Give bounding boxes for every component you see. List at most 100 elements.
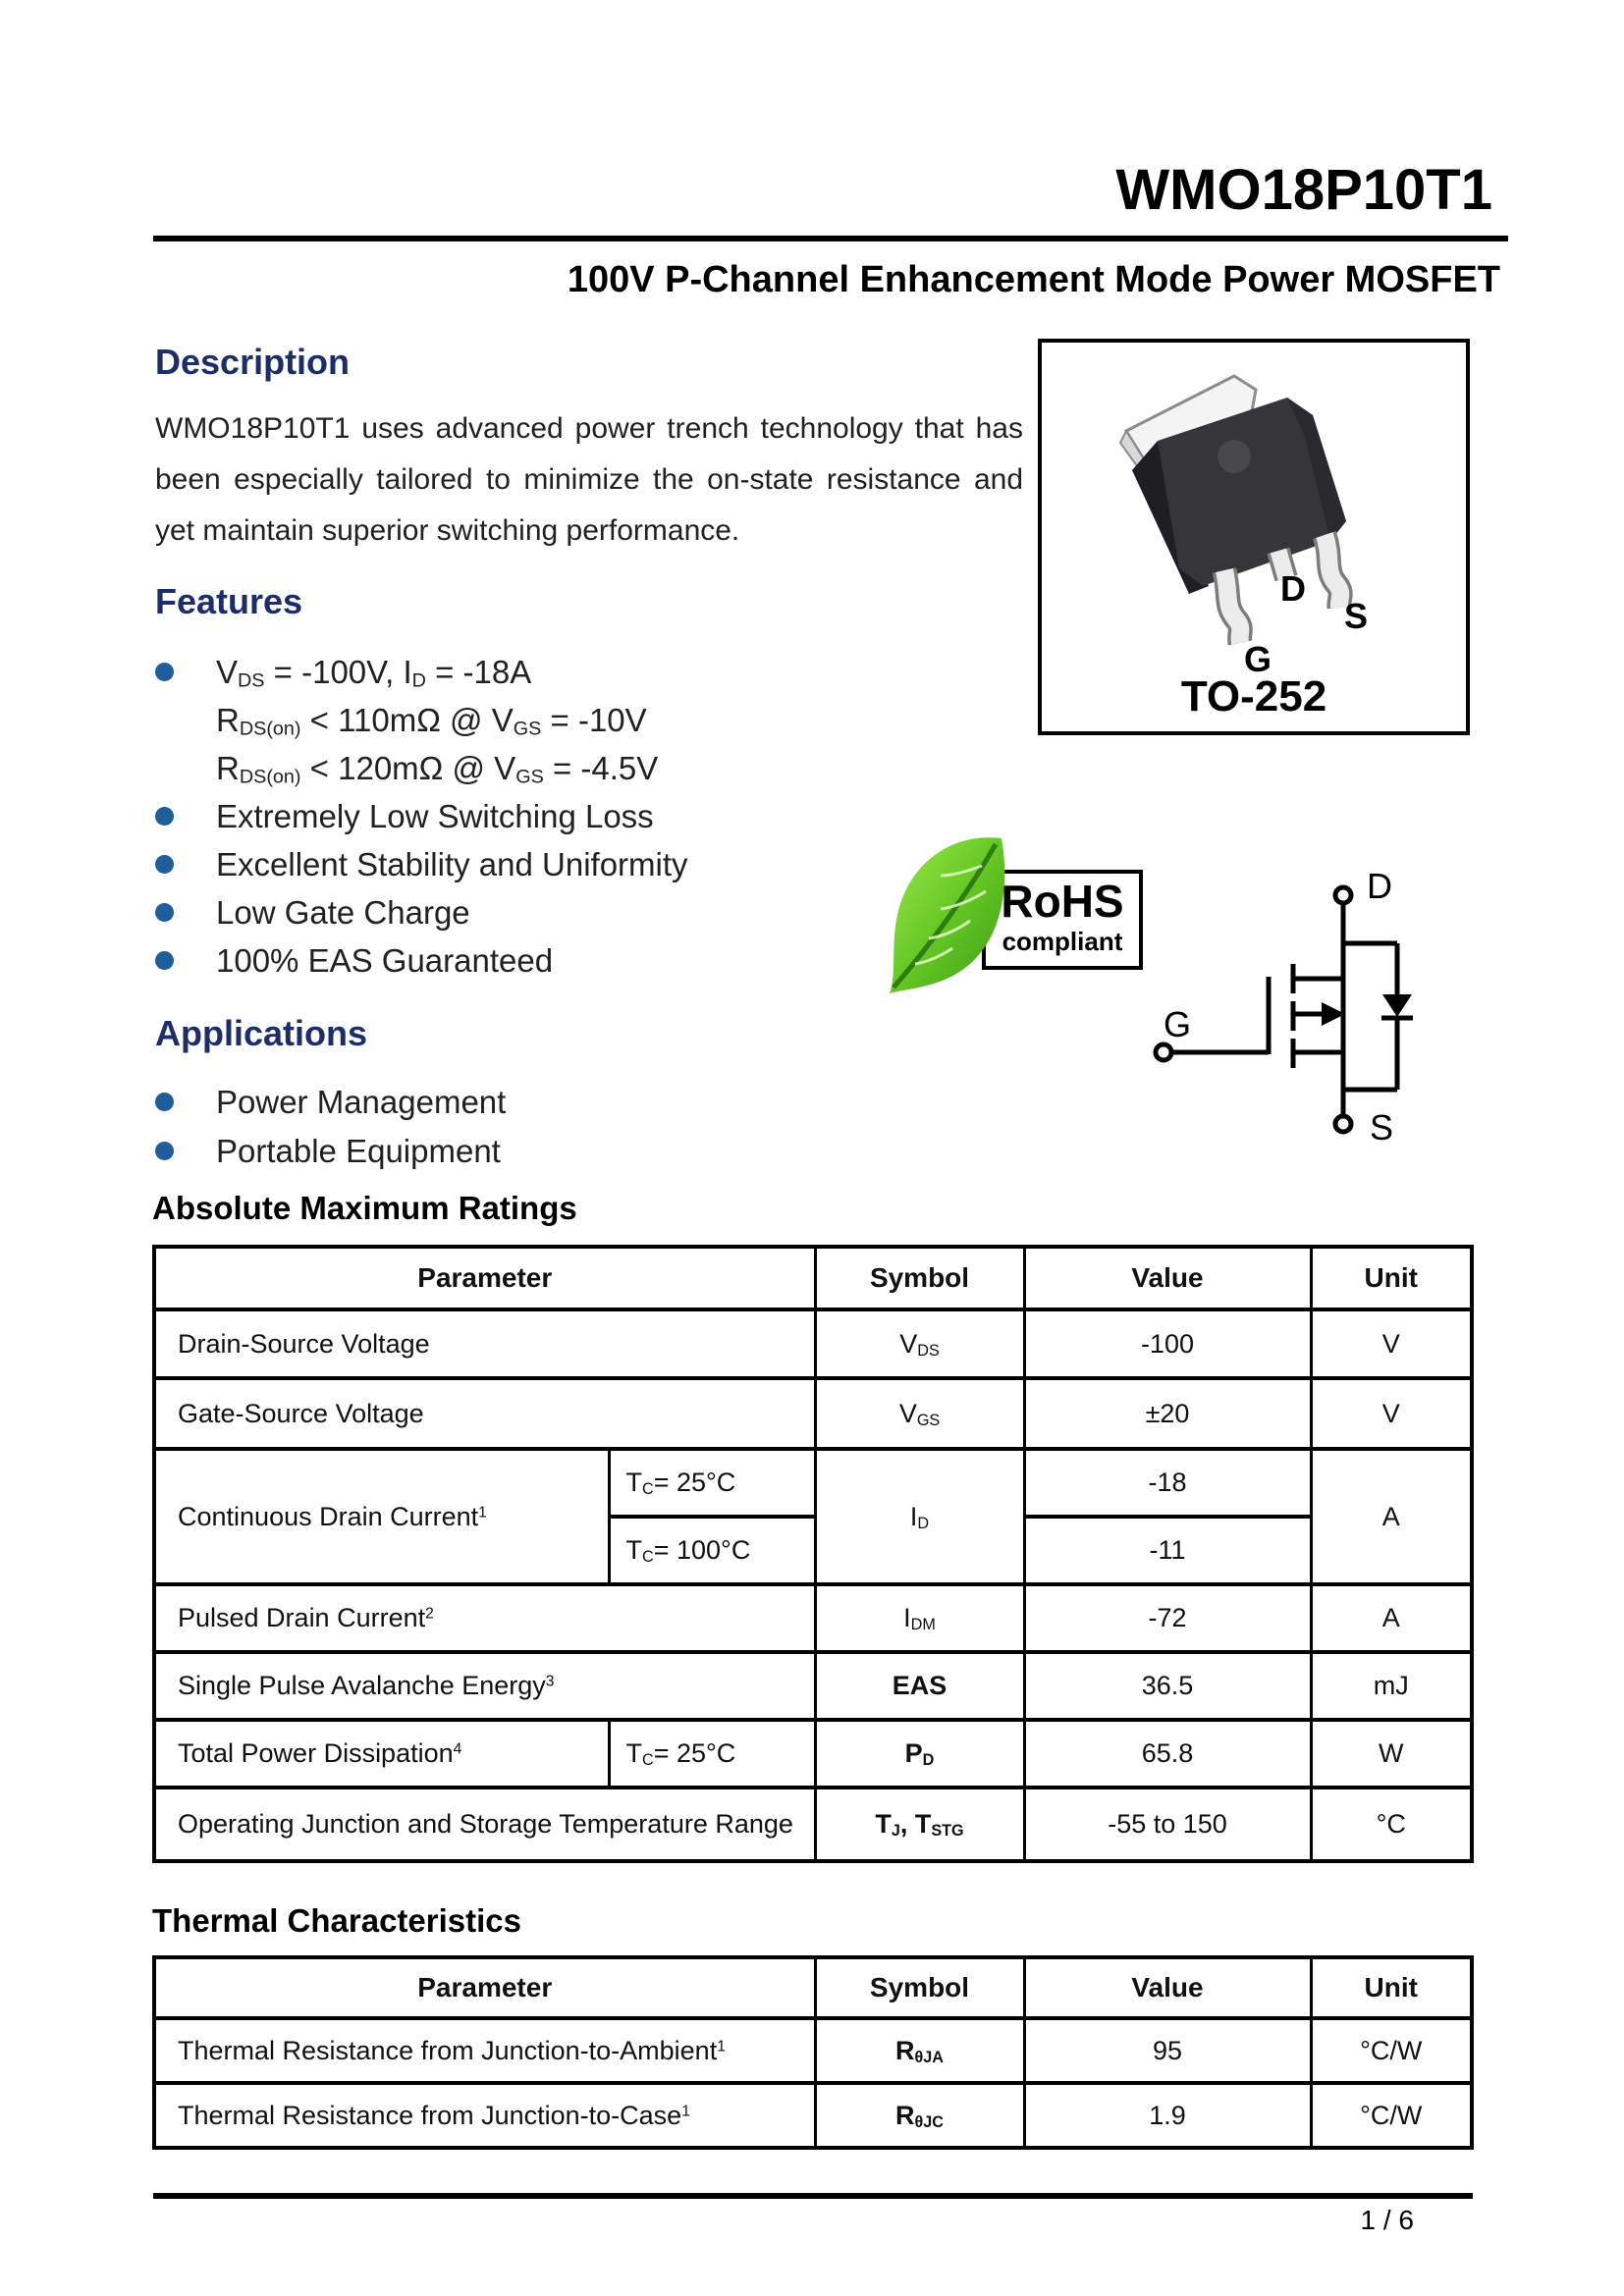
footer-divider <box>153 2193 1473 2199</box>
application-text: Power Management <box>216 1083 507 1120</box>
parameter-cell: Thermal Resistance from Junction-to-Ambi… <box>152 2016 817 2085</box>
page-title: WMO18P10T1 <box>1115 158 1492 222</box>
unit-cell: V <box>1309 1376 1474 1451</box>
symbol-cell: EAS <box>813 1650 1026 1722</box>
condition-cell: TC= 100°C <box>607 1515 817 1586</box>
symbol-cell: RθJA <box>813 2016 1026 2085</box>
package-name-label: TO-252 <box>1180 672 1327 721</box>
feature-text: Excellent Stability and Uniformity <box>216 845 688 882</box>
table-row: Thermal Resistance from Junction-to-Ambi… <box>152 2016 1474 2085</box>
table-row: Thermal Resistance from Junction-to-Case… <box>152 2081 1474 2150</box>
bullet-icon <box>155 807 174 826</box>
col-header-unit: Unit <box>1309 1245 1474 1311</box>
value-cell: ±20 <box>1022 1376 1313 1451</box>
feature-item: Low Gate Charge <box>155 888 470 936</box>
bullet-icon <box>155 855 174 874</box>
symbol-cell: PD <box>813 1718 1026 1789</box>
table-row: Total Power Dissipation4 TC= 25°C PD 65.… <box>152 1718 1474 1789</box>
title-divider <box>153 236 1508 241</box>
mosfet-symbol-diagram <box>1153 884 1413 1135</box>
feature-item: Excellent Stability and Uniformity <box>155 840 688 888</box>
col-header-unit: Unit <box>1309 1955 1474 2020</box>
parameter-cell: Continuous Drain Current1 <box>152 1447 611 1586</box>
bullet-icon <box>155 1142 174 1160</box>
device-subtitle: 100V P-Channel Enhancement Mode Power MO… <box>567 259 1500 300</box>
value-cell: -11 <box>1022 1515 1313 1586</box>
value-cell: -100 <box>1022 1308 1313 1380</box>
features-heading: Features <box>155 581 303 621</box>
amr-heading: Absolute Maximum Ratings <box>152 1190 577 1226</box>
application-item: Power Management <box>155 1078 506 1126</box>
package-figure: D S G TO-252 <box>1038 339 1470 735</box>
feature-item: RDS(on) < 110mΩ @ VGS = -10V <box>155 696 647 744</box>
col-header-symbol: Symbol <box>813 1245 1026 1311</box>
table-row: Operating Junction and Storage Temperatu… <box>152 1786 1474 1863</box>
feature-text: 100% EAS Guaranteed <box>216 941 554 979</box>
parameter-cell: Operating Junction and Storage Temperatu… <box>152 1786 817 1863</box>
rohs-badge: RoHS compliant <box>982 870 1143 970</box>
table-row: TC= 100°C -11 <box>154 1515 1472 1586</box>
unit-cell: V <box>1309 1308 1474 1380</box>
description-line: yet maintain superior switching performa… <box>155 514 740 547</box>
col-header-value: Value <box>1022 1245 1313 1311</box>
feature-text: VDS = -100V, ID = -18A <box>216 653 532 692</box>
page-number: 1 / 6 <box>1360 2205 1414 2235</box>
feature-text: RDS(on) < 110mΩ @ VGS = -10V <box>216 701 647 740</box>
package-pin-label-gate: G <box>1244 639 1272 679</box>
applications-heading: Applications <box>155 1013 368 1053</box>
feature-item: RDS(on) < 120mΩ @ VGS = -4.5V <box>155 744 658 792</box>
parameter-cell: Pulsed Drain Current2 <box>152 1582 817 1654</box>
unit-cell: °C <box>1309 1786 1474 1863</box>
application-text: Portable Equipment <box>216 1132 501 1169</box>
bullet-icon <box>155 903 174 922</box>
symbol-label-drain: D <box>1367 866 1392 906</box>
unit-cell: A <box>1309 1447 1474 1586</box>
absolute-maximum-ratings-table: Parameter Symbol Value Unit Drain-Source… <box>152 1245 1475 1863</box>
symbol-cell: ID <box>813 1447 1026 1586</box>
feature-item: Extremely Low Switching Loss <box>155 792 654 840</box>
to-252-package-image <box>1118 374 1353 646</box>
condition-cell: TC= 25°C <box>607 1718 817 1789</box>
feature-text: Low Gate Charge <box>216 893 470 931</box>
parameter-cell: Gate-Source Voltage <box>152 1376 817 1451</box>
table-row: Drain-Source Voltage VDS -100 V <box>152 1308 1474 1380</box>
bullet-icon <box>155 951 174 970</box>
condition-cell: TC= 25°C <box>607 1447 817 1519</box>
parameter-cell: Total Power Dissipation4 <box>152 1718 611 1789</box>
symbol-cell: VGS <box>813 1376 1026 1451</box>
col-header-symbol: Symbol <box>813 1955 1026 2020</box>
feature-item: VDS = -100V, ID = -18A <box>155 648 531 696</box>
col-header-parameter: Parameter <box>152 1955 817 2020</box>
col-header-value: Value <box>1022 1955 1313 2020</box>
rohs-subtitle: compliant <box>1001 927 1123 956</box>
symbol-label-gate: G <box>1164 1004 1192 1044</box>
bullet-icon <box>155 1093 174 1111</box>
symbol-label-source: S <box>1370 1107 1394 1148</box>
unit-cell: °C/W <box>1309 2016 1474 2085</box>
package-pin-label-source: S <box>1344 596 1369 636</box>
col-header-parameter: Parameter <box>152 1245 817 1311</box>
parameter-cell: Single Pulse Avalanche Energy3 <box>152 1650 817 1722</box>
symbol-cell: VDS <box>813 1308 1026 1380</box>
package-pin-label-drain: D <box>1280 568 1306 609</box>
unit-cell: A <box>1309 1582 1474 1654</box>
value-cell: -18 <box>1022 1447 1313 1519</box>
feature-item: 100% EAS Guaranteed <box>155 936 553 985</box>
value-cell: 1.9 <box>1022 2081 1313 2150</box>
table-row: Gate-Source Voltage VGS ±20 V <box>152 1376 1474 1451</box>
symbol-cell: RθJC <box>813 2081 1026 2150</box>
value-cell: 36.5 <box>1022 1650 1313 1722</box>
parameter-cell: Drain-Source Voltage <box>152 1308 817 1380</box>
symbol-cell: TJ, TSTG <box>813 1786 1026 1863</box>
description-heading: Description <box>155 342 351 382</box>
value-cell: -72 <box>1022 1582 1313 1654</box>
unit-cell: mJ <box>1309 1650 1474 1722</box>
unit-cell: W <box>1309 1718 1474 1789</box>
table-row: Continuous Drain Current1 TC= 25°C ID -1… <box>152 1447 1474 1586</box>
value-cell: 95 <box>1022 2016 1313 2085</box>
parameter-cell: Thermal Resistance from Junction-to-Case… <box>152 2081 817 2150</box>
description-line: WMO18P10T1 uses advanced power trench te… <box>155 412 1023 445</box>
value-cell: -55 to 150 <box>1022 1786 1313 1863</box>
description-line: been especially tailored to minimize the… <box>155 463 1023 496</box>
